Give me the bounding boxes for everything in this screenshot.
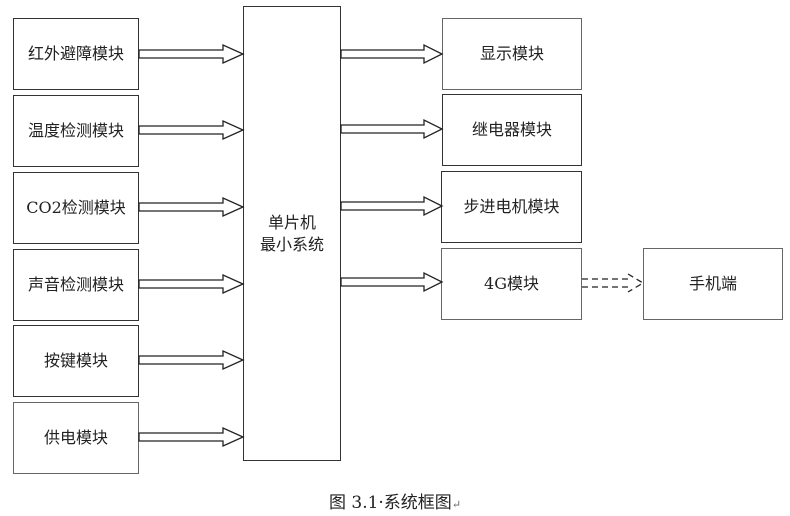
input-box-power: 供电模块 (13, 402, 139, 474)
output-label: 步进电机模块 (463, 197, 560, 216)
arrow-temp-to-mcu (138, 119, 245, 141)
mcu-label-line1: 单片机 (267, 212, 316, 232)
arrow-mcu-to-relay (340, 118, 444, 140)
input-label: 温度检测模块 (27, 121, 124, 140)
paragraph-mark-icon: ↵ (451, 498, 462, 511)
output-label: 显示模块 (479, 44, 544, 63)
input-label: 按键模块 (43, 351, 108, 370)
input-label: 红外避障模块 (27, 44, 124, 63)
input-box-sound: 声音检测模块 (13, 249, 139, 321)
arrow-key-to-mcu (138, 349, 245, 371)
input-box-temperature: 温度检测模块 (13, 95, 139, 167)
arrow-mcu-to-display (340, 43, 444, 65)
arrow-ir-to-mcu (138, 43, 245, 65)
input-label: 供电模块 (43, 428, 108, 447)
output-label: 4G模块 (484, 274, 539, 293)
input-box-key: 按键模块 (13, 325, 139, 397)
phone-box: 手机端 (643, 248, 783, 320)
mcu-box: 单片机 最小系统 (243, 6, 341, 461)
input-label: 声音检测模块 (27, 275, 124, 294)
input-box-ir: 红外避障模块 (13, 18, 139, 90)
arrow-power-to-mcu (138, 426, 245, 448)
phone-label: 手机端 (688, 274, 737, 293)
output-box-display: 显示模块 (442, 18, 582, 90)
arrow-mcu-to-4g (340, 271, 444, 293)
output-box-relay: 继电器模块 (442, 94, 582, 166)
mcu-label-line2: 最小系统 (259, 234, 324, 254)
input-label: CO2检测模块 (26, 198, 126, 217)
output-label: 继电器模块 (471, 120, 552, 139)
input-box-co2: CO2检测模块 (13, 172, 139, 244)
caption-text: 图 3.1·系统框图 (328, 493, 452, 513)
output-box-stepper: 步进电机模块 (441, 171, 582, 243)
arrow-sound-to-mcu (138, 273, 245, 295)
output-box-4g: 4G模块 (441, 248, 582, 320)
arrow-mcu-to-stepper (340, 195, 444, 217)
figure-caption: 图 3.1·系统框图↵ (0, 488, 790, 513)
arrow-4g-to-phone (582, 273, 645, 293)
arrow-co2-to-mcu (138, 196, 245, 218)
